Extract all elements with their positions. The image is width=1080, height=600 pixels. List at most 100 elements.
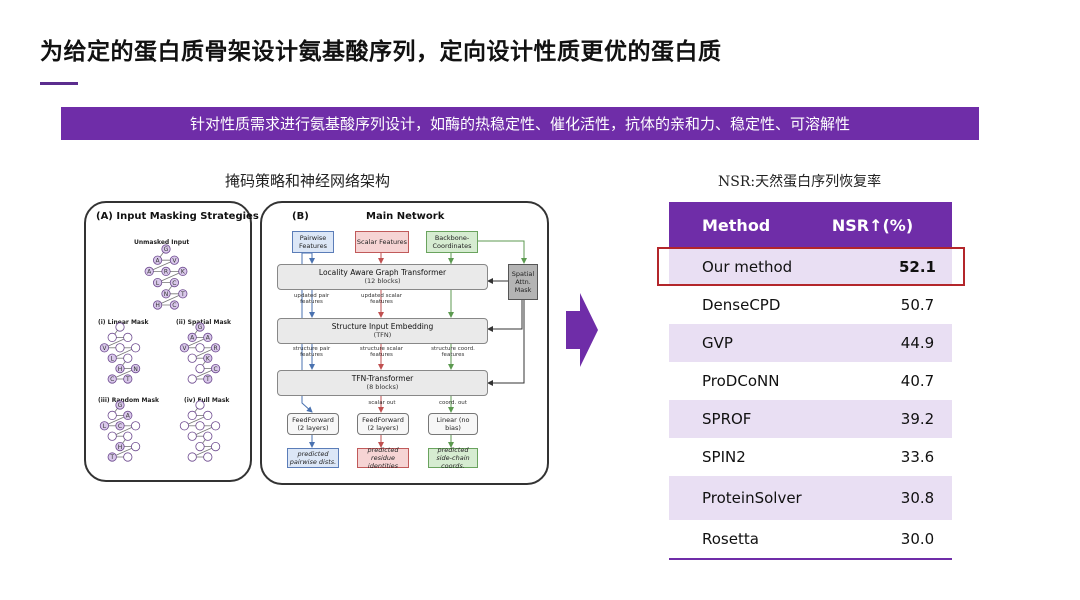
full-mask-residue <box>203 431 213 441</box>
nsr-column-header: NSR↑(%) <box>808 202 952 248</box>
linear-mask-residue <box>130 343 141 353</box>
nsr-results-table: Method NSR↑(%) Our method 52.1 DenseCPD … <box>669 202 952 560</box>
full-mask-residue <box>195 400 205 410</box>
linear-mask-residue <box>107 332 117 342</box>
main-network-panel: (B) Main Network Pairwise Features Scala… <box>260 201 549 485</box>
svg-text:G: G <box>198 324 203 331</box>
nsr-cell: 30.8 <box>808 476 952 520</box>
graph-transformer-block: Locality Aware Graph Transformer (12 blo… <box>277 264 488 290</box>
nsr-cell: 52.1 <box>808 248 952 286</box>
spatial-mask-residue: R <box>211 343 221 353</box>
backbone-coordinates-box: Backbone-Coordinates <box>426 231 478 253</box>
full-mask-residue <box>195 421 205 431</box>
linear-mask-residue: H <box>115 364 125 374</box>
masking-strategies-panel: (A) Input Masking Strategies Unmasked In… <box>84 201 259 482</box>
random-mask-residue <box>130 421 141 431</box>
full-mask-residue <box>211 442 221 452</box>
svg-text:A: A <box>156 257 161 264</box>
svg-text:R: R <box>164 269 168 276</box>
structure-embedding-block: Structure Input Embedding (TFN) <box>277 318 488 344</box>
svg-text:V: V <box>182 345 187 352</box>
spatial-mask-residue <box>187 374 197 384</box>
title-underline <box>40 82 78 85</box>
full-mask-residue <box>195 442 205 452</box>
table-header-row: Method NSR↑(%) <box>669 202 952 248</box>
full-mask-residue <box>203 410 213 420</box>
spatial-mask-residue: G <box>195 322 205 332</box>
method-cell: SPROF <box>669 400 809 438</box>
backbone-mask-arrow <box>476 240 527 264</box>
method-column-header: Method <box>669 202 809 248</box>
unmasked-residue: A <box>144 266 154 277</box>
svg-text:C: C <box>172 280 176 287</box>
predicted-identities-output: predicted residue identities <box>357 446 409 470</box>
unmasked-residue: K <box>178 266 188 277</box>
panel-a-heading: (A) Input Masking Strategies <box>96 211 259 222</box>
unmasked-residue: R <box>161 266 171 277</box>
random-mask-residue: H <box>115 442 125 452</box>
feedforward-pair-head: FeedForward (2 layers) <box>287 413 339 435</box>
full-mask-residue <box>187 431 197 441</box>
structure-embedding-sub: (TFN) <box>373 331 392 339</box>
svg-text:A: A <box>206 335 211 342</box>
linear-mask-residue: N <box>130 364 141 374</box>
nsr-cell: 40.7 <box>808 362 952 400</box>
svg-text:H: H <box>118 444 123 451</box>
full-mask-residue <box>211 421 221 431</box>
random-mask-residue <box>107 410 117 420</box>
coord-out-label: coord. out <box>439 400 467 406</box>
full-mask-residue <box>187 410 197 420</box>
linear-mask-residue: L <box>107 353 117 363</box>
svg-text:N: N <box>133 366 138 373</box>
nsr-cell: 33.6 <box>808 438 952 476</box>
feedforward-scalar-head: FeedForward (2 layers) <box>357 413 409 435</box>
mask-to-tfn-arrow <box>487 300 525 386</box>
svg-text:N: N <box>164 291 169 298</box>
tfn-transformer-block: TFN-Transformer (8 blocks) <box>277 370 488 396</box>
svg-text:H: H <box>155 302 160 309</box>
nsr-cell: 30.0 <box>808 520 952 560</box>
unmasked-residue: G <box>161 244 171 254</box>
svg-text:L: L <box>111 355 115 362</box>
linear-mask-residue <box>123 353 133 363</box>
svg-text:T: T <box>125 376 130 383</box>
random-mask-residue <box>123 452 133 462</box>
structure-pair-label: structure pair features <box>292 346 331 358</box>
nsr-cell: 50.7 <box>808 286 952 324</box>
svg-text:A: A <box>190 335 195 342</box>
spatial-mask-residue: A <box>203 332 213 342</box>
random-mask-residue <box>107 431 117 441</box>
scalar-out-label: scalar out <box>368 400 396 406</box>
linear-mask-residue: C <box>107 374 117 384</box>
main-network-label: Main Network <box>366 211 445 222</box>
predicted-dists-output: predicted pairwise dists. <box>287 448 339 468</box>
spatial-mask-residue: A <box>187 332 197 342</box>
linear-mask-residue <box>123 332 133 342</box>
full-mask-residue <box>187 452 197 462</box>
pairwise-features-box: Pairwise Features <box>292 231 334 253</box>
svg-text:C: C <box>118 423 122 430</box>
full-mask-label: (iv) Full Mask <box>184 397 230 404</box>
svg-text:T: T <box>205 376 210 383</box>
svg-text:T: T <box>109 454 114 461</box>
unmasked-residue: C <box>169 300 180 310</box>
linear-mask-residue <box>115 322 125 332</box>
svg-text:G: G <box>118 402 123 409</box>
linear-mask-residue: T <box>123 374 133 384</box>
unmasked-residue: A <box>153 255 163 265</box>
diagram-caption: 掩码策略和神经网络架构 <box>225 172 391 190</box>
spatial-mask-residue <box>195 343 205 353</box>
full-mask-residue <box>179 421 190 431</box>
svg-text:H: H <box>118 366 123 373</box>
svg-text:K: K <box>181 269 186 276</box>
spatial-mask-residue <box>187 353 197 363</box>
mask-to-embedding-arrow <box>487 300 523 332</box>
unmasked-residue: H <box>153 300 163 310</box>
page-title: 为给定的蛋白质骨架设计氨基酸序列，定向设计性质更优的蛋白质 <box>40 39 722 65</box>
unmasked-residue: C <box>169 278 180 288</box>
table-caption: NSR:天然蛋白序列恢复率 <box>718 174 882 190</box>
panel-b-heading: (B) <box>292 211 309 222</box>
table-row: Rosetta 30.0 <box>669 520 952 560</box>
method-cell: DenseCPD <box>669 286 809 324</box>
